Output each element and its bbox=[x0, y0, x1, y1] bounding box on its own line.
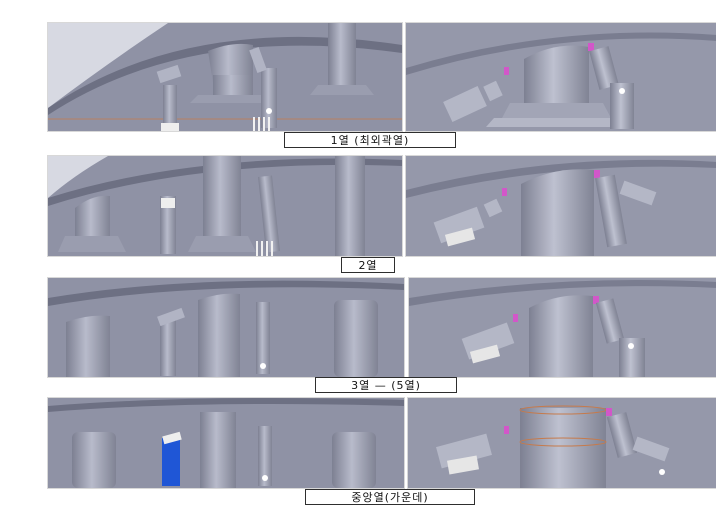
row3-right-render bbox=[409, 278, 716, 377]
row1-left-render bbox=[48, 23, 402, 131]
row3-right-view bbox=[408, 277, 716, 378]
row4-right-render bbox=[408, 398, 716, 488]
row1-left-view bbox=[47, 22, 403, 132]
row2-right-render bbox=[406, 156, 716, 256]
row1-right-view bbox=[405, 22, 716, 132]
caption-row3: 3열 — (5열) bbox=[315, 377, 457, 393]
caption-row4: 중앙열(가운데) bbox=[305, 489, 475, 505]
row1-right-render bbox=[406, 23, 716, 131]
row2-left-view bbox=[47, 155, 403, 257]
row4-left-view bbox=[47, 397, 405, 489]
row4-right-view bbox=[407, 397, 716, 489]
row3-left-render bbox=[48, 278, 404, 377]
row3-left-view bbox=[47, 277, 405, 378]
caption-row1: 1열 (최외곽열) bbox=[284, 132, 456, 148]
caption-row2: 2열 bbox=[341, 257, 395, 273]
row4-left-render bbox=[48, 398, 404, 488]
row2-right-view bbox=[405, 155, 716, 257]
row2-left-render bbox=[48, 156, 402, 256]
